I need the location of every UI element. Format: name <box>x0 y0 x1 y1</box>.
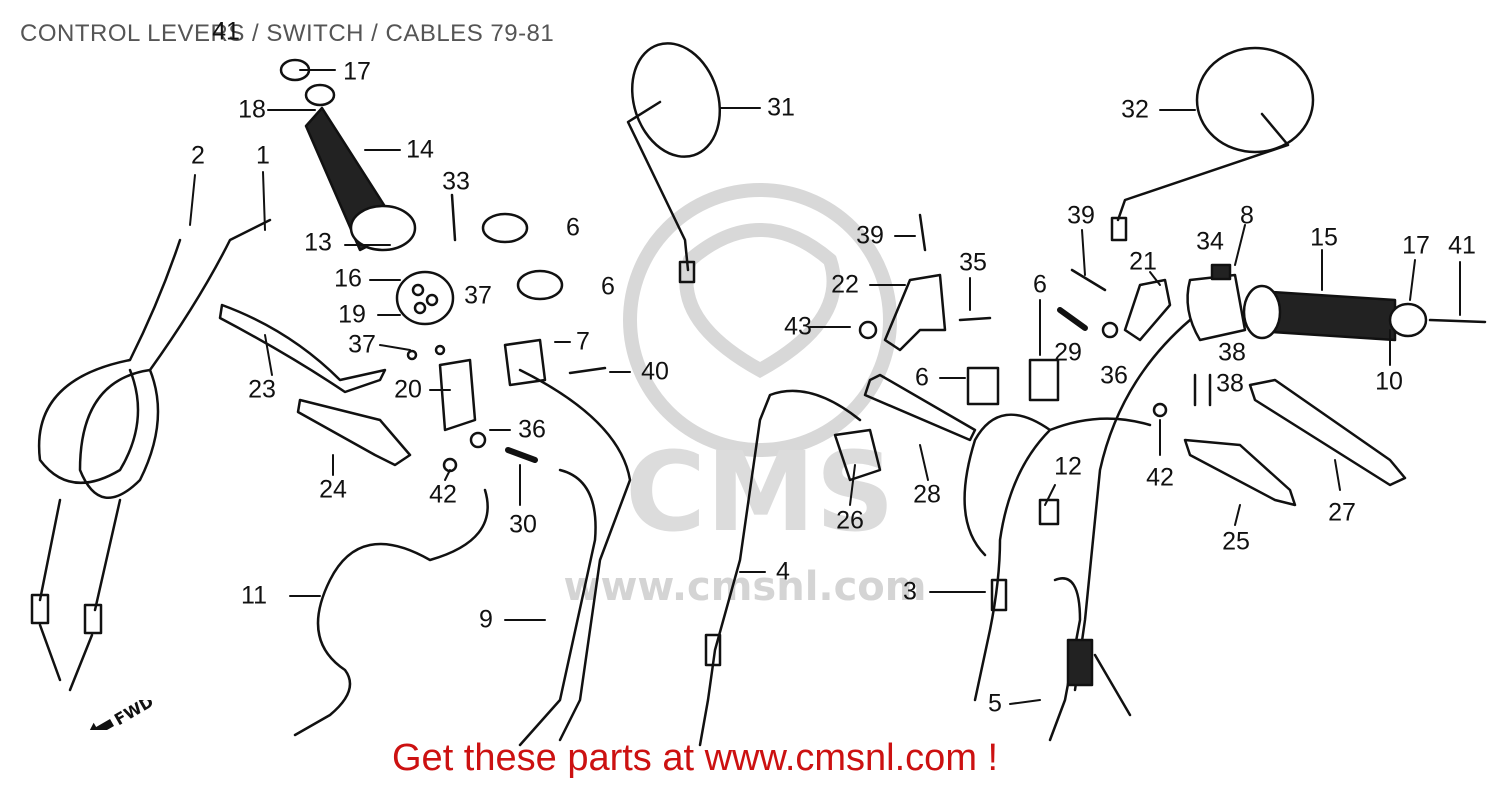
leader-lines <box>189 69 1461 705</box>
callout-42[interactable]: 42 <box>1146 463 1174 492</box>
callout-3[interactable]: 3 <box>903 577 917 606</box>
callout-37[interactable]: 37 <box>464 281 492 310</box>
callout-43[interactable]: 43 <box>784 312 812 341</box>
master-cylinder <box>438 338 547 432</box>
callout-1[interactable]: 1 <box>256 141 270 170</box>
callout-41[interactable]: 41 <box>1448 231 1476 260</box>
callout-19[interactable]: 19 <box>338 300 366 329</box>
callout-38[interactable]: 38 <box>1218 338 1246 367</box>
callout-30[interactable]: 30 <box>509 510 537 539</box>
callout-13[interactable]: 13 <box>304 228 332 257</box>
callout-16[interactable]: 16 <box>334 264 362 293</box>
callout-35[interactable]: 35 <box>959 248 987 277</box>
callout-17[interactable]: 17 <box>1402 231 1430 260</box>
diagram-title: CONTROL LEVERS / SWITCH / CABLES 79-81 <box>20 20 555 47</box>
lever-cover-25 <box>1183 438 1297 507</box>
left-grip <box>279 58 417 252</box>
left-switch <box>395 270 455 326</box>
clamps <box>481 212 1060 406</box>
callout-24[interactable]: 24 <box>319 475 347 504</box>
callout-15[interactable]: 15 <box>1310 223 1338 252</box>
cable-1-2 <box>30 218 272 692</box>
fwd-label: FWD <box>111 700 157 729</box>
callout-41[interactable]: 41 <box>212 17 240 46</box>
right-grip <box>1242 284 1487 342</box>
callout-6[interactable]: 6 <box>1033 270 1047 299</box>
callout-23[interactable]: 23 <box>248 375 276 404</box>
callout-25[interactable]: 25 <box>1222 527 1250 556</box>
callout-7[interactable]: 7 <box>576 327 590 356</box>
promo-banner-link[interactable]: Get these parts at www.cmsnl.com ! <box>392 737 999 779</box>
watermark-url: www.cmsnl.com <box>564 564 927 610</box>
callout-32[interactable]: 32 <box>1121 95 1149 124</box>
callout-34[interactable]: 34 <box>1196 227 1224 256</box>
callout-29[interactable]: 29 <box>1054 338 1082 367</box>
callout-20[interactable]: 20 <box>394 375 422 404</box>
callout-22[interactable]: 22 <box>831 270 859 299</box>
callout-37[interactable]: 37 <box>348 330 376 359</box>
callout-11[interactable]: 11 <box>241 581 267 610</box>
callout-6[interactable]: 6 <box>915 363 929 392</box>
callout-6[interactable]: 6 <box>566 213 580 242</box>
callout-10[interactable]: 10 <box>1375 367 1403 396</box>
cable-5-harness <box>1048 318 1192 742</box>
left-mirror <box>626 42 722 284</box>
lever-holder-22 <box>858 273 947 352</box>
callout-14[interactable]: 14 <box>406 135 434 164</box>
callout-21[interactable]: 21 <box>1129 247 1157 276</box>
callout-5[interactable]: 5 <box>988 689 1002 718</box>
callout-39[interactable]: 39 <box>856 221 884 250</box>
callout-40[interactable]: 40 <box>641 357 669 386</box>
callout-31[interactable]: 31 <box>767 93 795 122</box>
callout-18[interactable]: 18 <box>238 95 266 124</box>
callout-36[interactable]: 36 <box>518 415 546 444</box>
callout-6[interactable]: 6 <box>601 272 615 301</box>
cable-4 <box>698 389 862 747</box>
callout-27[interactable]: 27 <box>1328 498 1356 527</box>
right-mirror <box>1110 46 1315 242</box>
small-hardware <box>406 193 1212 526</box>
callout-33[interactable]: 33 <box>442 167 470 196</box>
callout-2[interactable]: 2 <box>191 141 205 170</box>
watermark-logo-text: CMS <box>625 428 894 556</box>
callout-12[interactable]: 12 <box>1054 452 1082 481</box>
callout-28[interactable]: 28 <box>913 480 941 509</box>
cable-3 <box>963 413 1152 702</box>
callout-9[interactable]: 9 <box>479 605 493 634</box>
callout-42[interactable]: 42 <box>429 480 457 509</box>
watermark-logo <box>623 183 897 457</box>
lever-28 <box>833 373 977 482</box>
lever-27 <box>1248 378 1407 487</box>
fwd-arrow-icon: FWD <box>86 700 157 730</box>
callout-17[interactable]: 17 <box>343 57 371 86</box>
callout-38[interactable]: 38 <box>1216 369 1244 398</box>
callout-26[interactable]: 26 <box>836 506 864 535</box>
lever-23 <box>218 303 387 394</box>
callout-8[interactable]: 8 <box>1240 201 1254 230</box>
callout-4[interactable]: 4 <box>776 557 790 586</box>
cable-11 <box>293 488 489 737</box>
callout-36[interactable]: 36 <box>1100 361 1128 390</box>
cable-9 <box>518 368 632 747</box>
right-switch-housing <box>1123 263 1247 342</box>
lever-cover-24 <box>296 398 412 467</box>
callout-39[interactable]: 39 <box>1067 201 1095 230</box>
